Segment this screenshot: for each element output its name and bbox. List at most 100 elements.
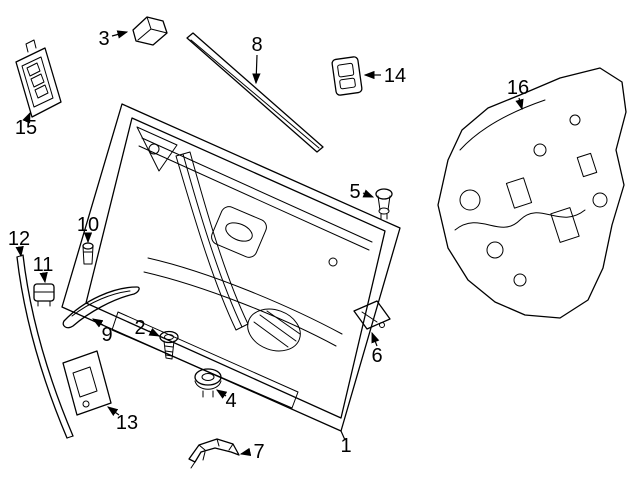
part-clip-3 bbox=[132, 16, 168, 46]
edge-trim-inner bbox=[22, 254, 74, 437]
arrow-to-part-12 bbox=[15, 245, 24, 258]
part-sound-deadener-panel bbox=[437, 67, 627, 319]
part-retainer-pin-5 bbox=[375, 188, 393, 220]
part-grommet-4 bbox=[194, 368, 222, 398]
pin-shaft bbox=[377, 195, 391, 211]
tweeter-circle bbox=[148, 143, 160, 155]
part-pull-handle-trim bbox=[62, 286, 140, 329]
callout-label-15: 15 bbox=[15, 117, 37, 139]
arrow-to-part-11 bbox=[39, 271, 48, 284]
part-window-switch-pack bbox=[15, 39, 62, 118]
pin-flange bbox=[378, 207, 390, 215]
callout-label-5: 5 bbox=[349, 181, 360, 203]
callout-label-8: 8 bbox=[251, 34, 262, 56]
callout-label-14: 14 bbox=[384, 65, 406, 87]
callout-label-11: 11 bbox=[33, 254, 54, 276]
callout-labels: 1 2 3 4 5 6 7 8 9 10 11 12 13 14 15 16 bbox=[8, 28, 529, 463]
map-pocket bbox=[111, 311, 299, 409]
callout-label-4: 4 bbox=[225, 390, 236, 412]
callout-arrows bbox=[15, 30, 524, 457]
deadener-contours bbox=[454, 99, 586, 231]
sail-panel bbox=[136, 126, 178, 172]
switch-rocker-bottom bbox=[339, 77, 356, 90]
callout-label-13: 13 bbox=[116, 412, 138, 434]
deadener-hole bbox=[513, 273, 527, 287]
door-handle-cup bbox=[211, 206, 267, 258]
screw-threads bbox=[164, 345, 174, 357]
switch-rocker-top bbox=[337, 62, 355, 78]
arrow-to-part-7 bbox=[239, 447, 252, 457]
window-sill-lines bbox=[138, 137, 373, 251]
deadener-hole bbox=[486, 241, 504, 259]
deadener-cutout bbox=[576, 152, 598, 178]
callout-label-12: 12 bbox=[8, 228, 30, 250]
arrow-to-part-4 bbox=[216, 389, 228, 399]
speaker-hatching bbox=[253, 310, 301, 348]
edge-trim-ends bbox=[16, 254, 74, 439]
deadener-hole bbox=[459, 189, 481, 211]
bracket-body bbox=[188, 438, 240, 463]
arrow-to-part-2 bbox=[148, 327, 161, 337]
pull-handle-line bbox=[71, 290, 131, 317]
callout-label-16: 16 bbox=[507, 77, 529, 99]
switch-body bbox=[331, 56, 363, 96]
bezel-outline bbox=[62, 350, 112, 416]
arrow-to-part-5 bbox=[362, 189, 375, 198]
clip-3-body bbox=[132, 16, 168, 46]
callout-label-10: 10 bbox=[77, 214, 99, 236]
bezel-window bbox=[72, 366, 98, 398]
door-trim-strip bbox=[175, 151, 249, 331]
grommet-skirt bbox=[194, 380, 222, 390]
part-clip-11 bbox=[33, 283, 55, 307]
belt-moulding-line bbox=[190, 39, 320, 149]
callout-label-6: 6 bbox=[371, 345, 382, 367]
pull-handle-outline bbox=[62, 286, 140, 329]
part-bracket-clip-6 bbox=[353, 300, 391, 330]
arrow-to-part-6 bbox=[371, 331, 380, 347]
deadener-hole bbox=[592, 192, 608, 208]
deadener-hole bbox=[569, 114, 581, 126]
part-switch-bezel-13 bbox=[62, 350, 112, 416]
grommet-inner bbox=[201, 373, 215, 381]
callout-label-9: 9 bbox=[101, 324, 112, 346]
part-door-trim-panel bbox=[61, 103, 401, 432]
bracket-clip-slot bbox=[361, 311, 378, 323]
bezel-hole bbox=[82, 400, 90, 408]
screw-shaft bbox=[163, 340, 175, 360]
deadener-hole bbox=[533, 143, 547, 157]
armrest-lines bbox=[143, 257, 343, 347]
arrow-to-part-15 bbox=[22, 111, 31, 124]
door-panel-outline bbox=[85, 117, 386, 419]
part-single-switch bbox=[331, 56, 363, 96]
switch-pack-inner bbox=[21, 56, 54, 108]
bracket-clip-pin bbox=[379, 322, 385, 328]
arrow-to-part-8 bbox=[252, 54, 261, 85]
switch-pack-outline bbox=[15, 47, 62, 118]
grommet-outer bbox=[194, 368, 222, 386]
arrow-to-part-3 bbox=[111, 30, 129, 39]
deadener-outline bbox=[437, 67, 627, 319]
stud-head bbox=[82, 242, 94, 250]
callout-label-2: 2 bbox=[134, 317, 145, 339]
lock-knob bbox=[328, 257, 338, 267]
arrow-to-part-13 bbox=[107, 406, 120, 417]
pin-tip bbox=[380, 213, 388, 220]
stud-body bbox=[82, 245, 94, 265]
clip-11-legs bbox=[37, 300, 51, 307]
speaker-grille bbox=[247, 308, 301, 352]
bracket-teeth bbox=[190, 438, 234, 469]
switch-button bbox=[26, 62, 41, 77]
part-lower-bracket-7 bbox=[188, 438, 240, 469]
screw-head-inner bbox=[164, 334, 174, 340]
pin-head bbox=[375, 188, 393, 200]
switch-button bbox=[30, 73, 45, 88]
edge-trim-outer bbox=[16, 256, 68, 439]
callout-label-1: 1 bbox=[340, 435, 351, 457]
grommet-legs bbox=[202, 390, 214, 398]
switch-button bbox=[34, 84, 49, 99]
clip-3-detail bbox=[137, 16, 168, 41]
part-screw-2 bbox=[159, 330, 179, 360]
leader-to-part-1 bbox=[340, 430, 346, 441]
part-belt-moulding bbox=[186, 32, 324, 153]
